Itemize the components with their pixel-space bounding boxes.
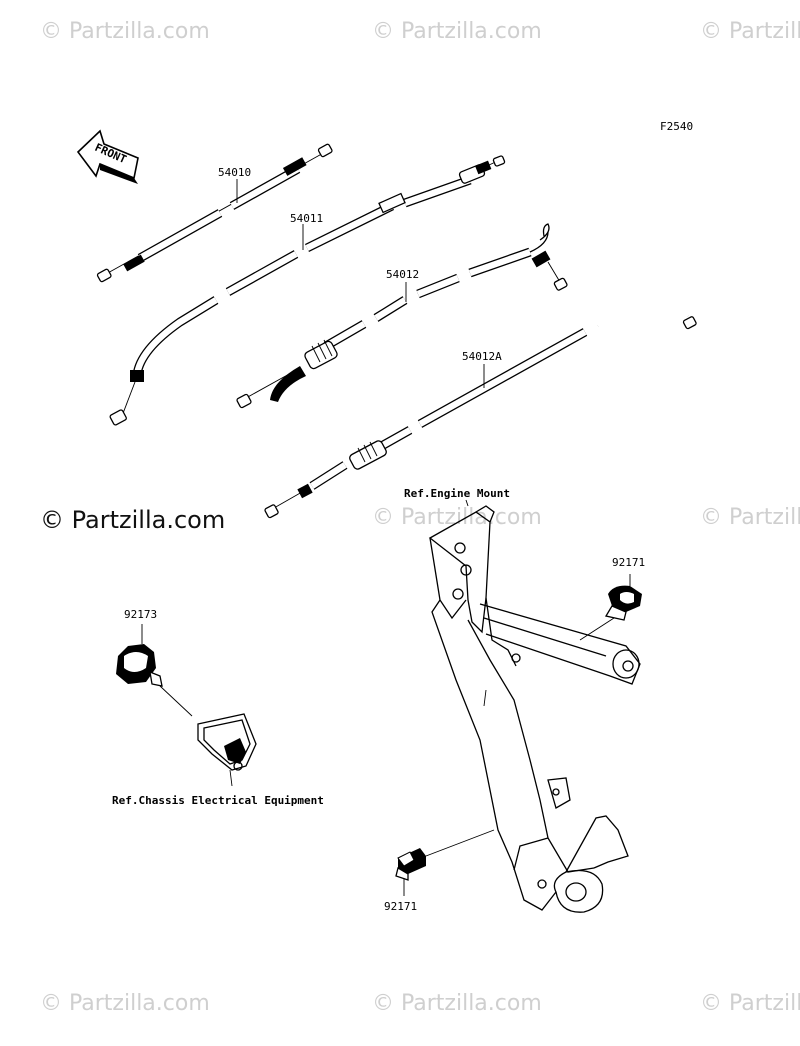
watermark: © Partzilla.com — [700, 991, 800, 1016]
clamp-92171-top — [579, 574, 642, 641]
ref-engine-mount: Ref.Engine Mount — [404, 487, 510, 500]
clamp-92173 — [116, 624, 193, 717]
watermark: © Partzilla.com — [40, 19, 210, 44]
part-label-54010: 54010 — [218, 166, 251, 179]
part-label-54011: 54011 — [290, 212, 323, 225]
cable-54012 — [236, 223, 568, 409]
ref-chassis-electrical: Ref.Chassis Electrical Equipment — [112, 794, 324, 807]
engine-mount-frame — [428, 499, 641, 913]
cable-54010 — [96, 143, 333, 283]
clamp-92171-bottom — [395, 829, 495, 896]
watermark-strong: © Partzilla.com — [40, 506, 225, 534]
part-label-92171-top: 92171 — [612, 556, 645, 569]
watermark: © Partzilla.com — [372, 19, 542, 44]
figure-code: F2540 — [660, 120, 693, 133]
part-label-92171-bottom: 92171 — [384, 900, 417, 913]
watermark: © Partzilla.com — [372, 991, 542, 1016]
front-arrow-icon: FRONT — [76, 129, 139, 184]
watermark-group: © Partzilla.com © Partzilla.com © Partzi… — [40, 19, 800, 1016]
watermark: © Partzilla.com — [700, 19, 800, 44]
part-label-54012: 54012 — [386, 268, 419, 281]
part-label-92173: 92173 — [124, 608, 157, 621]
watermark: © Partzilla.com — [700, 505, 800, 530]
part-label-54012a: 54012A — [462, 350, 502, 363]
cable-54012a — [264, 301, 697, 519]
chassis-bracket — [197, 713, 257, 787]
watermark: © Partzilla.com — [40, 991, 210, 1016]
cable-54011 — [109, 155, 506, 426]
watermark: © Partzilla.com — [372, 505, 542, 530]
